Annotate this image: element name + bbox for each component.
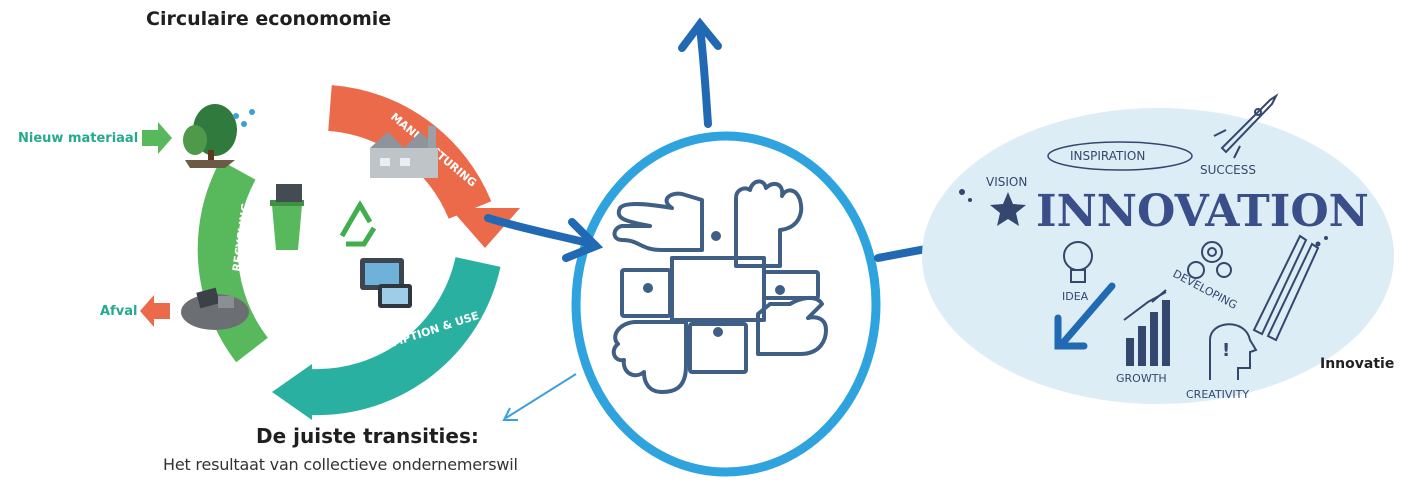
consumption-arrowhead <box>272 364 312 420</box>
circular-economy-cycle: MANUFACTURING CONSUMPTION & USE RECYCLIN… <box>140 85 520 420</box>
pencils-icon <box>1252 234 1320 342</box>
up-arrow-head <box>678 17 722 52</box>
rocket-icon <box>1213 93 1279 159</box>
transitions-title: De juiste transities: <box>256 424 479 448</box>
creative-head-icon: ! <box>1209 323 1258 380</box>
growth-word: GROWTH <box>1116 372 1167 385</box>
up-arrow <box>696 24 712 128</box>
factory-icon <box>370 126 438 178</box>
success-word: SUCCESS <box>1200 163 1256 177</box>
cycle-to-center-arrow-head <box>562 218 604 262</box>
recycling-arc <box>197 160 269 363</box>
diagram-title: Circulaire economomie <box>146 8 392 30</box>
joined-hands-icon <box>611 179 828 394</box>
collaboration-ring <box>571 131 881 477</box>
new-material-label: Nieuw materiaal <box>18 131 139 146</box>
waste-label: Afval <box>100 304 138 319</box>
transitions-subtitle: Het resultaat van collectieve ondernemer… <box>163 455 518 474</box>
vision-word: VISION <box>986 175 1027 189</box>
recycle-bin-icon <box>270 184 304 250</box>
gears-icon <box>1187 241 1232 279</box>
lightbulb-icon <box>1063 241 1093 283</box>
cloud-arrow <box>1058 282 1116 348</box>
input-arrow <box>142 122 172 154</box>
innovatie-label: Innovatie <box>1320 356 1395 372</box>
devices-icon <box>360 258 412 308</box>
consumption-arc <box>309 256 501 416</box>
innovation-cloud: INNOVATION INSPIRATION SUCCESS VISION ID… <box>922 93 1394 404</box>
star-icon <box>990 192 1026 226</box>
flow-arrows <box>484 17 981 266</box>
waste-pile-icon <box>181 287 249 330</box>
svg-text:!: ! <box>1222 340 1230 361</box>
idea-word: IDEA <box>1062 290 1089 303</box>
inspiration-word: INSPIRATION <box>1070 149 1145 163</box>
transitions-arrow <box>502 373 577 421</box>
manufacturing-arrowhead <box>450 208 520 248</box>
output-arrow <box>140 295 170 327</box>
trees-icon <box>183 104 255 168</box>
innovation-word: INNOVATION <box>1036 186 1369 237</box>
creativity-word: CREATIVITY <box>1186 388 1249 401</box>
cycle-to-center-arrow <box>484 214 596 248</box>
recycle-symbol-icon <box>339 200 377 247</box>
